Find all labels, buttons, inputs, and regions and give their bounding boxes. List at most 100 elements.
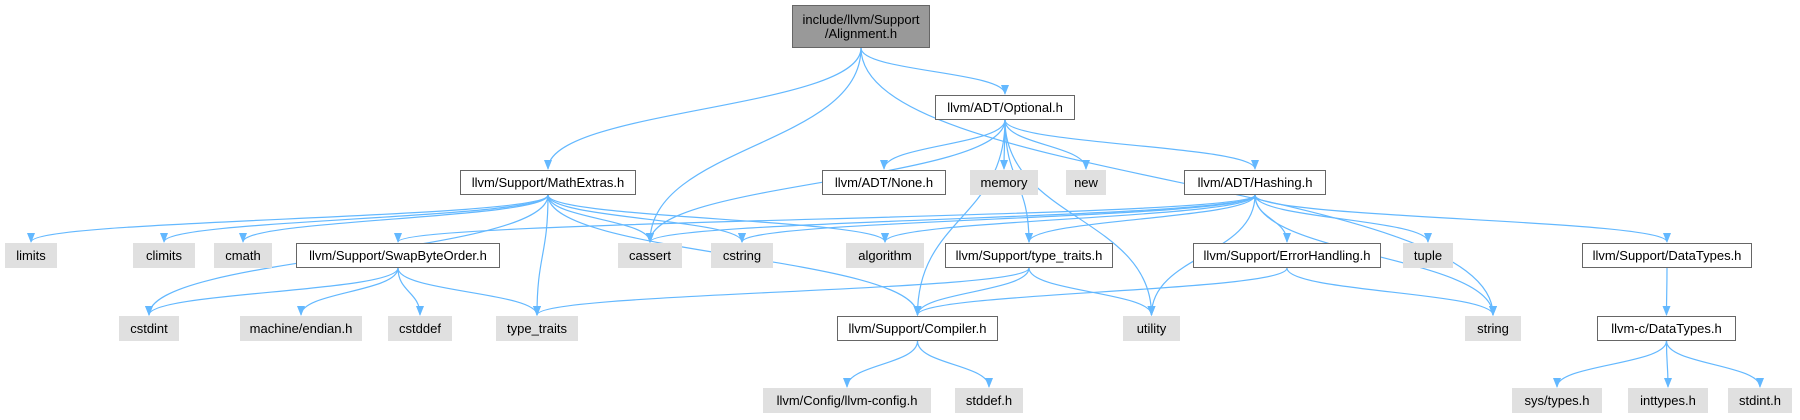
edge-cdatatypes-to-stdint [1665, 340, 1764, 388]
node-label: limits [16, 247, 46, 263]
node-label: stdint.h [1739, 392, 1781, 408]
dependency-edges [27, 47, 1764, 388]
node-label: new [1074, 174, 1098, 190]
node-label: llvm/Support/DataTypes.h [1592, 247, 1742, 263]
node-stddef: stddef.h [955, 388, 1023, 413]
node-label: llvm-c/DataTypes.h [1611, 320, 1722, 336]
node-config: llvm/Config/llvm-config.h [763, 388, 931, 413]
node-label: include/llvm/Support/Alignment.h [802, 11, 920, 41]
node-label: sys/types.h [1524, 392, 1590, 408]
edge-root-to-mathextras [544, 47, 862, 170]
edge-hashing-to-cstring [738, 194, 1256, 243]
node-label: machine/endian.h [249, 320, 353, 336]
edge-errorhandling-to-compiler [913, 267, 1288, 316]
node-type-traits: type_traits [496, 316, 578, 341]
node-label: llvm/Support/MathExtras.h [471, 174, 625, 190]
edge-mathextras-to-cassert [547, 194, 654, 243]
edge-hashing-to-tuple [1254, 194, 1432, 243]
node-label: stddef.h [965, 392, 1013, 408]
edge-swap-to-endian [297, 267, 399, 316]
node-label: tuple [1413, 247, 1443, 263]
node-label: llvm/Support/ErrorHandling.h [1203, 247, 1371, 263]
node-endian: machine/endian.h [240, 316, 362, 341]
edge-cdatatypes-to-inttypes [1663, 340, 1672, 388]
node-string: string [1465, 316, 1521, 341]
edge-swap-to-cstdint [145, 267, 399, 316]
edge-mathextras-to-type_traits [533, 194, 549, 316]
node-hashing[interactable]: llvm/ADT/Hashing.h [1184, 170, 1326, 195]
node-none[interactable]: llvm/ADT/None.h [822, 170, 946, 195]
node-label: inttypes.h [1640, 392, 1696, 408]
node-optional[interactable]: llvm/ADT/Optional.h [935, 95, 1075, 120]
node-inttypes: inttypes.h [1628, 388, 1708, 413]
node-cassert: cassert [618, 243, 682, 268]
node-label: llvm/Support/type_traits.h [955, 247, 1103, 263]
node-tuple: tuple [1403, 243, 1453, 268]
node-climits: climits [133, 243, 195, 268]
node-label: algorithm [858, 247, 912, 263]
node-mathextras[interactable]: llvm/Support/MathExtras.h [460, 170, 636, 195]
node-cstddef: cstddef [388, 316, 452, 341]
edge-errorhandling-to-string [1286, 267, 1497, 316]
edge-mathextras-to-limits [27, 194, 549, 243]
node-systypes: sys/types.h [1512, 388, 1602, 413]
node-label: cstdint [130, 320, 168, 336]
node-label: string [1477, 320, 1509, 336]
node-cdatatypes[interactable]: llvm-c/DataTypes.h [1597, 316, 1736, 341]
node-swap[interactable]: llvm/Support/SwapByteOrder.h [296, 243, 500, 268]
node-label: llvm/Config/llvm-config.h [776, 392, 918, 408]
edge-cdatatypes-to-systypes [1553, 340, 1668, 388]
edge-optional-to-new [1004, 119, 1090, 170]
edge-root-to-optional [860, 47, 1009, 95]
node-label: llvm/ADT/Hashing.h [1197, 174, 1313, 190]
node-label: cstring [722, 247, 762, 263]
node-label: climits [145, 247, 183, 263]
edge-swap-to-cstddef [397, 267, 424, 316]
node-label: cstddef [399, 320, 441, 336]
edge-datatypes-to-cdatatypes [1662, 267, 1671, 316]
node-cmath: cmath [214, 243, 272, 268]
edge-optional-to-none [880, 119, 1006, 170]
edge-hashing-to-typetraits_h [1025, 194, 1256, 243]
node-algorithm: algorithm [846, 243, 924, 268]
edge-hashing-to-cassert [646, 194, 1256, 243]
node-datatypes[interactable]: llvm/Support/DataTypes.h [1582, 243, 1752, 268]
node-typetraits-h[interactable]: llvm/Support/type_traits.h [945, 243, 1113, 268]
node-label: llvm/ADT/Optional.h [947, 99, 1063, 115]
node-label: type_traits [507, 320, 567, 336]
node-label: llvm/ADT/None.h [834, 174, 934, 190]
node-cstring: cstring [711, 243, 773, 268]
edge-optional-to-hashing [1004, 119, 1259, 170]
edge-typetraits_h-to-utility [1028, 267, 1156, 316]
node-label: llvm/Support/Compiler.h [848, 320, 987, 336]
edge-compiler-to-stddef [916, 340, 993, 388]
edge-mathextras-to-climits [160, 194, 549, 243]
node-utility: utility [1123, 316, 1180, 341]
node-new: new [1066, 170, 1106, 195]
edge-mathextras-to-algorithm [547, 194, 889, 243]
node-label: utility [1136, 320, 1167, 336]
edge-typetraits_h-to-compiler [913, 267, 1030, 316]
edge-typetraits_h-to-type_traits [533, 267, 1030, 316]
node-cstdint: cstdint [119, 316, 179, 341]
edge-mathextras-to-cmath [239, 194, 549, 243]
node-label: cassert [629, 247, 671, 263]
node-stdint: stdint.h [1728, 388, 1792, 413]
node-limits: limits [5, 243, 57, 268]
edge-hashing-to-algorithm [881, 194, 1256, 243]
node-label: memory [980, 174, 1028, 190]
edge-swap-to-type_traits [397, 267, 541, 316]
node-label: cmath [225, 247, 261, 263]
edge-hashing-to-swap [394, 194, 1256, 243]
edge-hashing-to-datatypes [1254, 194, 1671, 243]
node-memory: memory [970, 170, 1038, 195]
edge-optional-to-compiler [913, 119, 1006, 316]
node-compiler[interactable]: llvm/Support/Compiler.h [837, 316, 998, 341]
edge-compiler-to-config [843, 340, 919, 388]
node-errorhandling[interactable]: llvm/Support/ErrorHandling.h [1193, 243, 1381, 268]
node-root[interactable]: include/llvm/Support/Alignment.h [792, 5, 930, 48]
edge-mathextras-to-cstring [547, 194, 746, 243]
edge-root-to-cassert [646, 47, 862, 243]
node-label: llvm/Support/SwapByteOrder.h [309, 247, 487, 263]
